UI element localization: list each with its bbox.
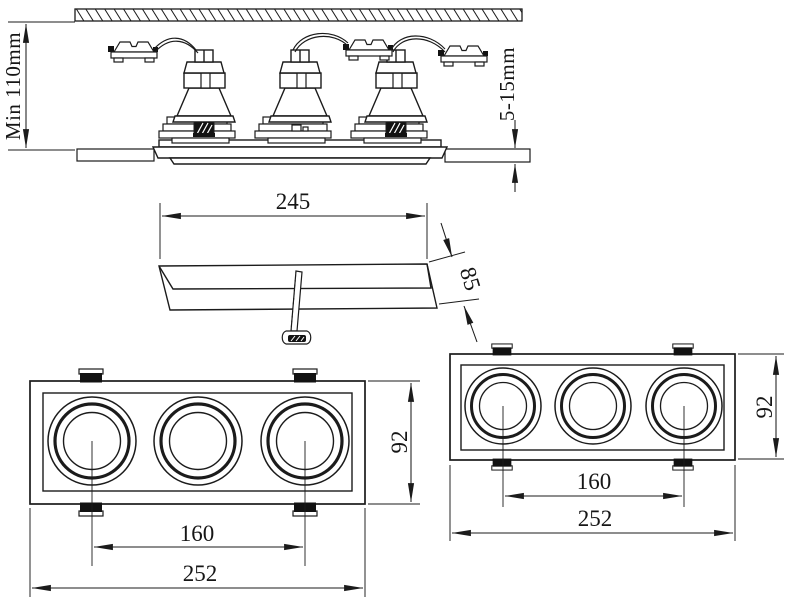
ceiling-board-left — [76, 148, 155, 162]
front-right-clip-bottom-1 — [491, 458, 513, 471]
min-recess-label: Min 110mm — [1, 32, 25, 140]
dim-front-right-width: 252 — [449, 465, 736, 541]
terminal-block-2 — [342, 39, 394, 61]
front-right-clip-top-1 — [491, 343, 513, 356]
front-right-outer-frame — [449, 353, 736, 461]
ceiling-slab-hatched — [74, 8, 523, 22]
front-left-clip-top-2 — [292, 368, 318, 384]
front-right-width-label: 252 — [578, 506, 613, 531]
front-left-spacing-label: 160 — [180, 521, 215, 546]
dim-min-recess-depth: Min 110mm — [1, 21, 75, 151]
front-left-width-label: 252 — [183, 561, 218, 586]
dim-trim-depth: 85 — [428, 222, 486, 343]
trim-side-view: 245 85 — [158, 189, 486, 345]
front-view-right: 92 160 252 — [449, 343, 784, 541]
dim-front-left-width: 252 — [29, 508, 366, 597]
front-right-inner-frame — [460, 364, 725, 451]
front-right-lamp-ring-2 — [553, 366, 633, 446]
spring-clip-3 — [384, 121, 408, 138]
front-left-clip-bottom-1 — [78, 501, 104, 517]
section-view: Min 110mm 5-15mm — [1, 8, 531, 192]
dim-ceiling-thickness: 5-15mm — [495, 47, 519, 192]
spring-clip-1 — [192, 121, 216, 138]
front-right-spacing-label: 160 — [577, 469, 612, 494]
front-right-height-label: 92 — [752, 396, 777, 419]
dim-front-right-height: 92 — [738, 353, 784, 460]
mounting-frame — [151, 139, 449, 165]
terminal-block-3 — [437, 45, 489, 67]
front-left-height-label: 92 — [387, 431, 412, 454]
front-left-lamp-ring-2 — [152, 395, 244, 487]
dim-front-left-spacing: 160 — [93, 521, 304, 551]
dim-front-left-height: 92 — [368, 380, 420, 505]
ceiling-board-right — [444, 148, 531, 163]
trim-depth-label: 85 — [455, 264, 486, 293]
trim-length-label: 245 — [276, 189, 311, 214]
ceiling-thickness-label: 5-15mm — [495, 47, 519, 121]
front-left-outer-frame — [29, 380, 366, 505]
lamp-wires — [153, 32, 446, 54]
front-right-clip-top-2 — [672, 343, 694, 356]
front-right-clip-bottom-2 — [672, 458, 694, 471]
trim-spring-clip — [281, 270, 312, 345]
front-view-left: 92 160 252 — [29, 368, 420, 597]
dim-front-right-spacing: 160 — [504, 469, 683, 500]
gimbal-detail-2 — [291, 124, 309, 132]
front-left-inner-frame — [42, 392, 353, 492]
front-left-clip-top-1 — [78, 368, 104, 384]
terminal-block-1 — [107, 41, 159, 63]
